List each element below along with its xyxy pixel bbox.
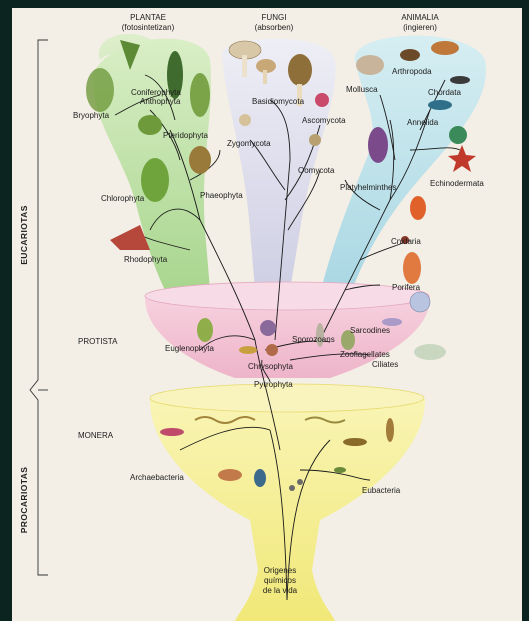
label-phaeophyta: Phaeophyta [200, 191, 243, 200]
label-platyhelminthes: Platyhelminthes [340, 183, 396, 192]
label-mollusca: Mollusca [346, 85, 378, 94]
label-rhodophyta: Rhodophyta [124, 255, 168, 264]
label-basidiomycota: Basidiomycota [252, 97, 305, 106]
label-euglenophyta: Euglenophyta [165, 344, 214, 353]
label-coniferophyta: Coniferophyta [131, 88, 181, 97]
label-arthropoda: Arthropoda [392, 67, 432, 76]
protista-title: PROTISTA [78, 337, 118, 346]
label-porifera: Porifera [392, 283, 421, 292]
label-ciliates: Ciliates [372, 360, 398, 369]
label-ascomycota: Ascomycota [302, 116, 346, 125]
fungi-subtitle: (absorben) [255, 23, 294, 32]
monera-title: MONERA [78, 431, 114, 440]
eukaryotes-label: EUCARIOTAS [19, 205, 29, 265]
animalia-title: ANIMALIA [401, 13, 439, 22]
label-bryophyta: Bryophyta [73, 111, 110, 120]
protista-rim [145, 282, 429, 310]
label-oomycota: Oomycota [298, 166, 335, 175]
label-sarcodines: Sarcodines [350, 326, 390, 335]
label-echinodermata: Echinodermata [430, 179, 484, 188]
label-archaebacteria: Archaebacteria [130, 473, 184, 482]
origin-line-2: químicos [264, 576, 296, 585]
origin-line-1: Origenes [264, 566, 296, 575]
label-eubacteria: Eubacteria [362, 486, 401, 495]
prokaryotes-label: PROCARIOTAS [19, 467, 29, 534]
animalia-subtitle: (ingieren) [403, 23, 437, 32]
plantae-title: PLANTAE [130, 13, 166, 22]
label-cnidaria: Cnidaria [391, 237, 421, 246]
label-zooflagellates: Zooflagellates [340, 350, 390, 359]
label-chordata: Chordata [428, 88, 461, 97]
label-annelida: Annelida [407, 118, 439, 127]
plantae-subtitle: (fotosintetizan) [122, 23, 175, 32]
origin-line-3: de la vida [263, 586, 298, 595]
label-zygomycota: Zygomycota [227, 139, 271, 148]
label-pyrrophyta: Pyrrophyta [254, 380, 293, 389]
label-chlorophyta: Chlorophyta [101, 194, 145, 203]
label-pteridophyta: Pteridophyta [163, 131, 208, 140]
label-chrysophyta: Chrysophyta [248, 362, 293, 371]
label-anthophyta: Anthophyta [140, 97, 181, 106]
label-sporozoans: Sporozoans [292, 335, 335, 344]
fungi-title: FUNGI [262, 13, 287, 22]
